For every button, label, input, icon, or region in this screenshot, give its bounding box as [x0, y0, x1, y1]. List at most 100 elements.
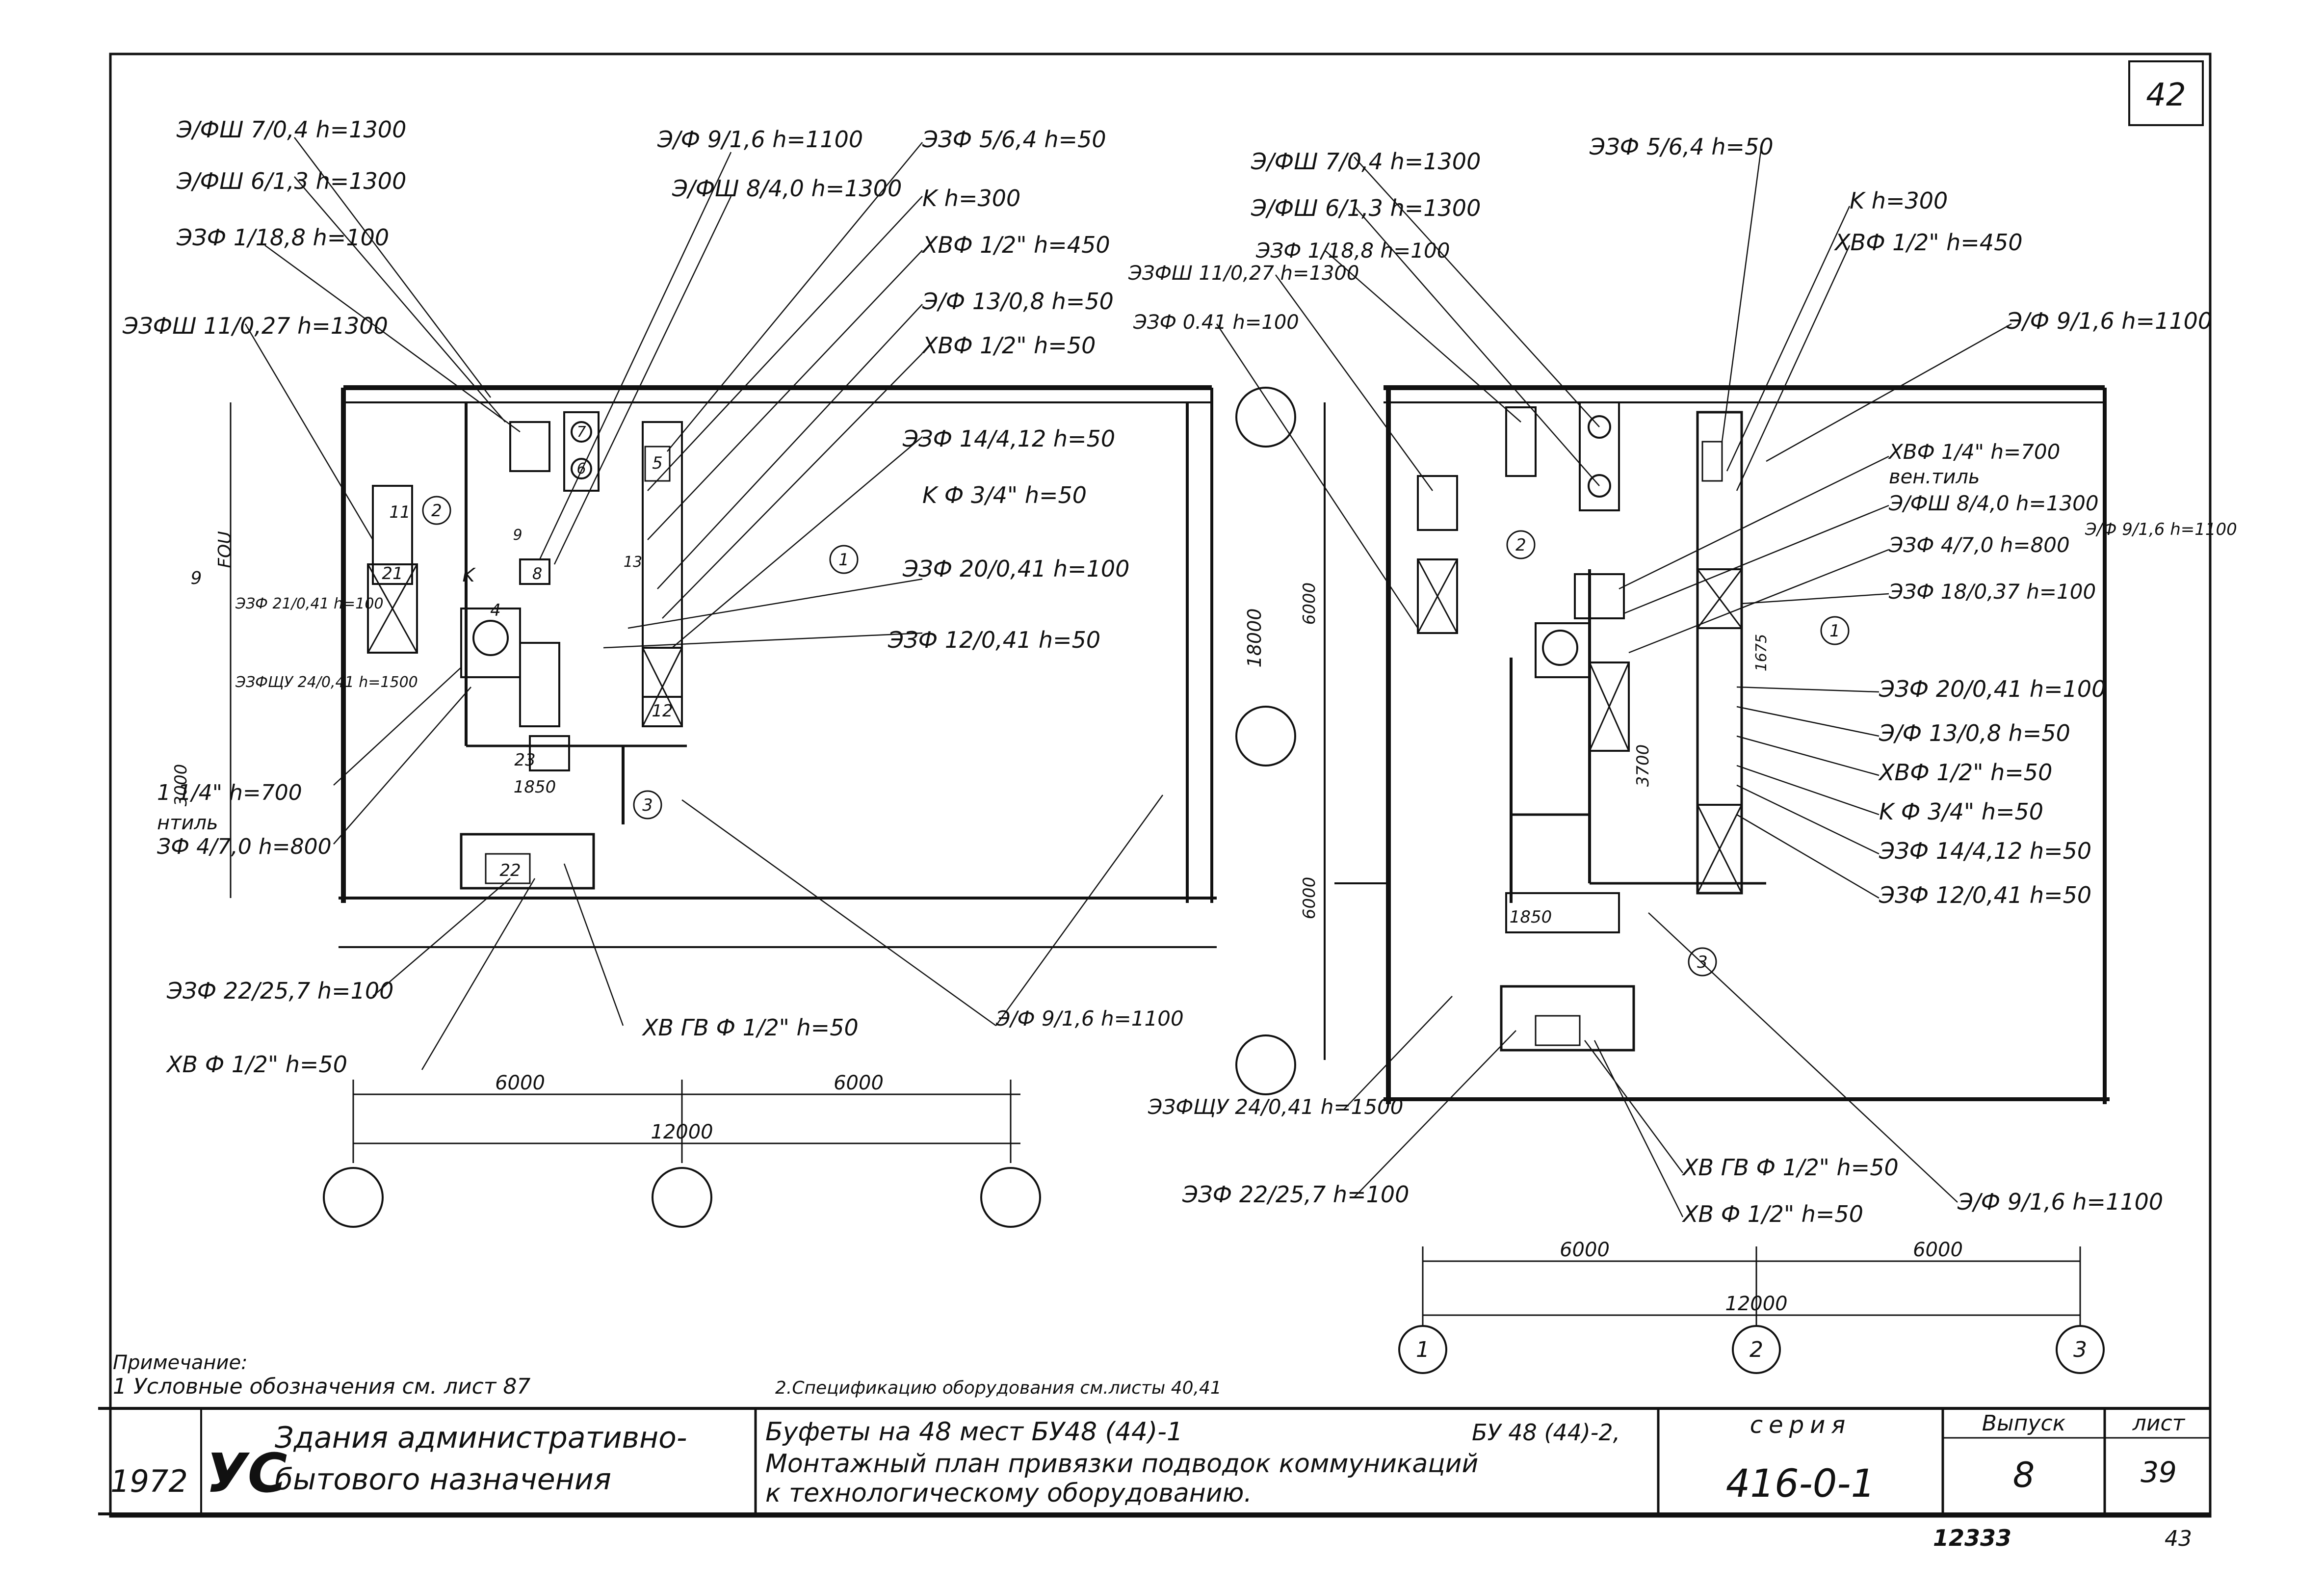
svg-text:ЭЗФ 5/6,4 h=50: ЭЗФ 5/6,4 h=50 — [1589, 133, 1774, 160]
title-block: 1972 УС Здания административно- бытового… — [98, 1407, 2210, 1515]
notes-heading: Примечание: — [113, 1351, 248, 1374]
left-dim-6000-a: 6000 — [495, 1072, 545, 1094]
inventory-number: 12333 — [1933, 1525, 2011, 1551]
svg-text:ЭЗФ 12/0,41 h=50: ЭЗФ 12/0,41 h=50 — [1879, 882, 2091, 908]
svg-text:ЭЗФ 18/0,37 h=100: ЭЗФ 18/0,37 h=100 — [1888, 580, 2096, 604]
svg-text:13: 13 — [624, 554, 642, 571]
svg-text:5: 5 — [652, 453, 663, 473]
left-axis-1 — [323, 1167, 384, 1228]
svg-text:Э/Ф 13/0,8 h=50: Э/Ф 13/0,8 h=50 — [1879, 720, 2070, 746]
title-line-1: Буфеты на 48 мест БУ48 (44)-1 — [765, 1417, 1183, 1447]
svg-text:ЭЗФ 22/25,7 h=100: ЭЗФ 22/25,7 h=100 — [166, 978, 393, 1004]
svg-text:ЭЗФ 12/0,41 h=50: ЭЗФ 12/0,41 h=50 — [888, 627, 1100, 653]
svg-text:ХВ Ф 1/2" h=50: ХВ Ф 1/2" h=50 — [1682, 1201, 1863, 1227]
svg-text:ЭЗФ 14/4,12 h=50: ЭЗФ 14/4,12 h=50 — [1879, 838, 2091, 864]
svg-text:ХВФ 1/2" h=450: ХВФ 1/2" h=450 — [921, 232, 1110, 258]
svg-text:ЭЗФ 22/25,7 h=100: ЭЗФ 22/25,7 h=100 — [1182, 1181, 1409, 1208]
svg-text:3000: 3000 — [171, 764, 191, 807]
note-2: 2.Спецификацию оборудования см.листы 40,… — [775, 1378, 1222, 1398]
series-label: серия — [1750, 1411, 1851, 1439]
title-line-3: к технологическому оборудованию. — [765, 1479, 1252, 1508]
svg-text:ЭЗФ 20/0,41 h=100: ЭЗФ 20/0,41 h=100 — [902, 556, 1129, 582]
svg-text:8: 8 — [532, 564, 542, 583]
svg-text:ЭЗФ 5/6,4 h=50: ЭЗФ 5/6,4 h=50 — [922, 126, 1106, 153]
svg-text:K Ф 3/4" h=50: K Ф 3/4" h=50 — [1879, 798, 2043, 825]
svg-text:ЭЗФ 0.41 h=100: ЭЗФ 0.41 h=100 — [1133, 311, 1299, 334]
right-room-1: 1 — [1829, 621, 1840, 641]
sheet-label: лист — [2132, 1411, 2186, 1436]
svg-text:1850: 1850 — [514, 777, 556, 797]
svg-text:ХВ Ф 1/2" h=50: ХВ Ф 1/2" h=50 — [166, 1051, 347, 1078]
svg-text:Э/ФШ 8/4,0 h=1300: Э/ФШ 8/4,0 h=1300 — [1888, 491, 2099, 515]
svg-text:7: 7 — [576, 423, 586, 441]
title-line-1b: БУ 48 (44)-2, — [1472, 1419, 1620, 1446]
svg-text:Э/Ф 9/1,6 h=1100: Э/Ф 9/1,6 h=1100 — [995, 1006, 1184, 1031]
corner-number: 42 — [2146, 77, 2186, 113]
svg-text:3700: 3700 — [1633, 744, 1653, 787]
svg-text:23: 23 — [514, 750, 535, 770]
left-plan: 11 21 7 6 8 K 4 5 13 12 23 22 9 2 1 3 18… — [122, 116, 1217, 1228]
svg-text:K h=300: K h=300 — [922, 185, 1020, 212]
svg-text:ЗФ 4/7,0 h=800: ЗФ 4/7,0 h=800 — [157, 834, 332, 859]
issue-label: Выпуск — [1982, 1411, 2066, 1436]
right-axis-3: 3 — [2073, 1337, 2087, 1362]
svg-text:ЭЗФ 14/4,12 h=50: ЭЗФ 14/4,12 h=50 — [902, 425, 1115, 452]
svg-text:ХВФ 1/2" h=50: ХВФ 1/2" h=50 — [1878, 759, 2052, 786]
right-axis-1: 1 — [1416, 1337, 1430, 1362]
svg-text:1 1/4" h=700: 1 1/4" h=700 — [157, 780, 302, 805]
right-axis-3-circle — [2056, 1325, 2105, 1374]
svg-text:ЭЗФ 21/0,41 h=100: ЭЗФ 21/0,41 h=100 — [235, 595, 384, 612]
svg-text:ХВФ 1/4" h=700: ХВФ 1/4" h=700 — [1888, 440, 2060, 464]
svg-text:FOU: FOU — [215, 531, 235, 568]
svg-text:9: 9 — [191, 568, 202, 588]
left-axis-2 — [652, 1167, 712, 1228]
org-logo: УС — [206, 1442, 287, 1505]
left-room-1: 1 — [838, 550, 849, 570]
svg-text:Э/ФШ 7/0,4 h=1300: Э/ФШ 7/0,4 h=1300 — [1251, 148, 1481, 175]
svg-text:K Ф 3/4" h=50: K Ф 3/4" h=50 — [922, 482, 1087, 508]
svg-text:22: 22 — [499, 861, 521, 880]
svg-text:ХВ ГВ Ф 1/2" h=50: ХВ ГВ Ф 1/2" h=50 — [1682, 1154, 1899, 1181]
svg-text:12: 12 — [652, 701, 673, 721]
svg-text:ЭЗФ 1/18,8 h=100: ЭЗФ 1/18,8 h=100 — [1255, 238, 1450, 263]
svg-text:ЭЗФШ 11/0,27 h=1300: ЭЗФШ 11/0,27 h=1300 — [122, 313, 388, 339]
svg-text:ЭЗФ 4/7,0 h=800: ЭЗФ 4/7,0 h=800 — [1888, 533, 2070, 557]
svg-text:ЭЗФ 1/18,8 h=100: ЭЗФ 1/18,8 h=100 — [176, 224, 389, 251]
left-axis-3 — [980, 1167, 1041, 1228]
svg-text:K h=300: K h=300 — [1850, 187, 1948, 214]
svg-text:Э/Ф 13/0,8 h=50: Э/Ф 13/0,8 h=50 — [922, 288, 1114, 315]
svg-text:1850: 1850 — [1510, 907, 1552, 927]
svg-text:9: 9 — [513, 527, 522, 544]
right-room-3: 3 — [1697, 953, 1708, 972]
org-line-2: бытового назначения — [275, 1462, 611, 1497]
svg-text:6000: 6000 — [1300, 582, 1319, 625]
svg-text:ЭЗФЩУ 24/0,41 h=1500: ЭЗФЩУ 24/0,41 h=1500 — [1148, 1095, 1403, 1119]
svg-text:ЭЗФШ 11/0,27 h=1300: ЭЗФШ 11/0,27 h=1300 — [1128, 262, 1359, 285]
right-axis-2: 2 — [1750, 1337, 1763, 1362]
right-axis-2-circle — [1732, 1325, 1781, 1374]
title-line-2: Монтажный план привязки подводок коммуни… — [765, 1449, 1478, 1479]
series-value: 416-0-1 — [1726, 1462, 1875, 1506]
note-1: 1 Условные обозначения см. лист 87 — [113, 1374, 530, 1399]
corner-box — [2128, 60, 2204, 126]
svg-text:ЭЗФЩУ 24/0,41 h=1500: ЭЗФЩУ 24/0,41 h=1500 — [235, 674, 418, 691]
svg-text:4: 4 — [490, 601, 501, 620]
svg-text:6000: 6000 — [1300, 877, 1319, 920]
svg-text:Э/Ф 9/1,6 h=1100: Э/Ф 9/1,6 h=1100 — [657, 126, 863, 153]
svg-text:ХВФ 1/2" h=50: ХВФ 1/2" h=50 — [921, 332, 1096, 359]
left-room-3: 3 — [642, 795, 653, 815]
svg-text:ХВ ГВ Ф 1/2" h=50: ХВ ГВ Ф 1/2" h=50 — [642, 1014, 859, 1041]
svg-text:11: 11 — [389, 503, 410, 522]
svg-text:нтиль: нтиль — [157, 812, 218, 834]
svg-text:21: 21 — [382, 564, 403, 583]
svg-text:Э/ФШ 6/1,3 h=1300: Э/ФШ 6/1,3 h=1300 — [176, 168, 406, 194]
left-room-2: 2 — [431, 501, 442, 521]
page-number: 43 — [2165, 1526, 2192, 1551]
svg-text:1675: 1675 — [1753, 634, 1770, 671]
svg-text:ХВФ 1/2" h=450: ХВФ 1/2" h=450 — [1834, 229, 2023, 256]
year: 1972 — [110, 1463, 188, 1499]
sheet-frame — [109, 53, 2212, 1518]
right-plan: 2 1 3 1850 18000 6000 3700 1675 6000 600… — [1128, 133, 2237, 1374]
